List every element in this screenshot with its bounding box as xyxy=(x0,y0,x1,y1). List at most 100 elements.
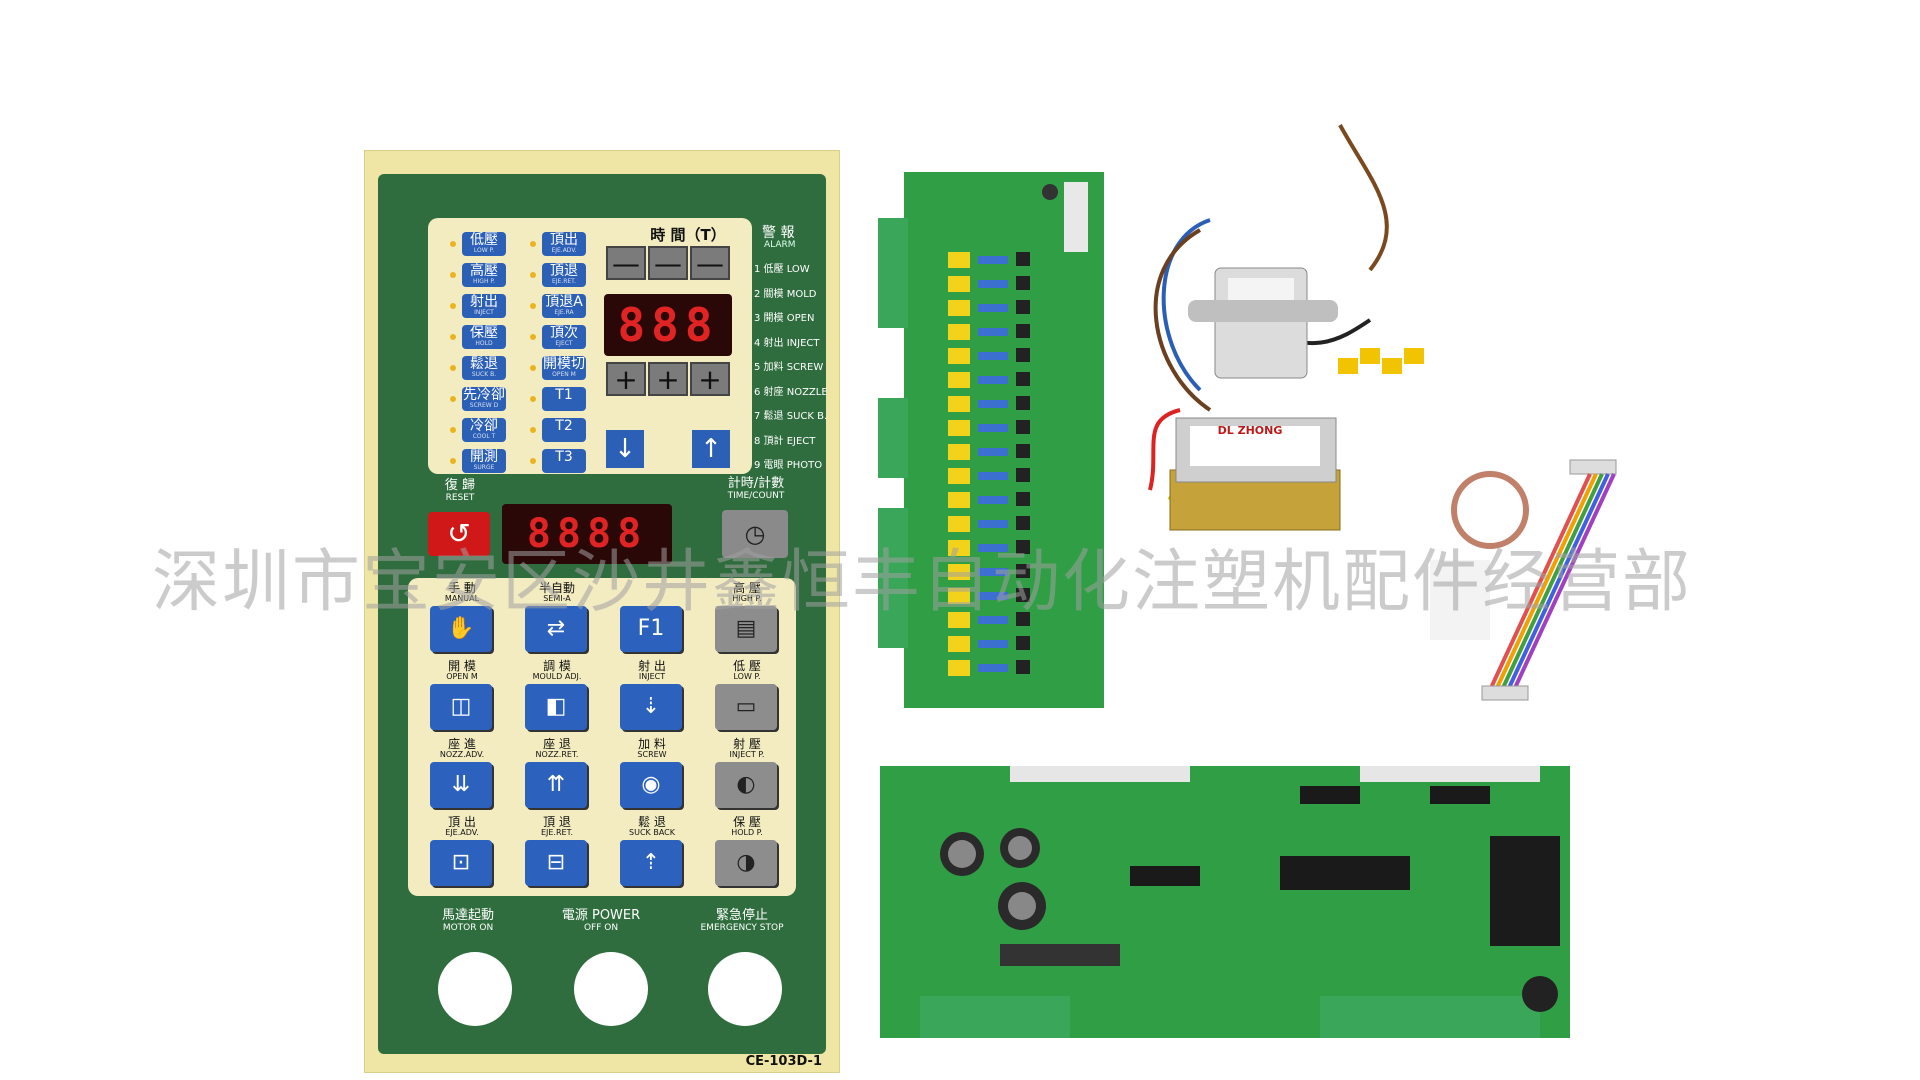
mid-button-label: 頂退 xyxy=(550,263,578,279)
key-label-en: LOW P. xyxy=(733,672,761,681)
resistor xyxy=(978,448,1008,456)
function-key-12[interactable]: ⊡ xyxy=(430,840,492,886)
function-key-1[interactable]: ⇄ xyxy=(525,606,587,652)
function-key-4[interactable]: ◫ xyxy=(430,684,492,730)
resistor xyxy=(978,424,1008,432)
mid-button-sublabel: EJECT xyxy=(555,340,573,347)
resistor xyxy=(978,544,1008,552)
timecount-label-en: TIME/COUNT xyxy=(727,491,785,501)
terminal-block-2 xyxy=(878,398,908,478)
transistor xyxy=(1016,252,1030,266)
function-key-10[interactable]: ◉ xyxy=(620,762,682,808)
key-symbol-icon: ⇄ xyxy=(546,616,566,641)
function-key-3[interactable]: ▤ xyxy=(715,606,777,652)
function-key-14[interactable]: ⇡ xyxy=(620,840,682,886)
key-label-en: SUCK BACK xyxy=(629,828,675,837)
time-minus-1-button[interactable]: — xyxy=(606,246,646,280)
key-label-cn: 加 料 xyxy=(638,737,666,751)
power-label-cn: 電源 POWER xyxy=(561,908,641,923)
key-label-cn: 保 壓 xyxy=(733,815,761,829)
key-label-cn: 射 出 xyxy=(638,659,666,673)
key-symbol-icon: ⇈ xyxy=(546,772,566,797)
mid-button-label: 頂退A xyxy=(545,294,583,310)
side-indicator-led xyxy=(450,334,456,340)
time-plus-3-button[interactable]: + xyxy=(690,362,730,396)
alarm-item: 1 低壓 LOW xyxy=(754,264,810,275)
motor-switch-hole[interactable] xyxy=(438,952,512,1026)
function-key-15[interactable]: ◑ xyxy=(715,840,777,886)
transistor xyxy=(1016,564,1030,578)
resistor xyxy=(978,496,1008,504)
time-plus-2-button[interactable]: + xyxy=(648,362,688,396)
estop-switch-hole[interactable] xyxy=(708,952,782,1026)
function-key-9[interactable]: ⇈ xyxy=(525,762,587,808)
transistor xyxy=(1016,324,1030,338)
mid-button-7[interactable]: T3 xyxy=(542,449,586,473)
motor-label-cn: 馬達起動 xyxy=(441,908,494,923)
time-minus-2-button[interactable]: — xyxy=(648,246,688,280)
function-key-5[interactable]: ◧ xyxy=(525,684,587,730)
model-number: CE-103D-1 xyxy=(745,1054,822,1069)
transistor xyxy=(1016,468,1030,482)
side-button-label: 冷卻 xyxy=(470,418,498,434)
side-button-sublabel: COOL T xyxy=(472,433,496,440)
reset-icon: ↺ xyxy=(447,517,471,550)
arrow-down-button[interactable]: ↓ xyxy=(606,430,644,468)
mid-indicator-led xyxy=(530,365,536,371)
key-label-en: MANUAL xyxy=(444,594,480,603)
relay-yellow xyxy=(948,492,970,508)
transistor xyxy=(1016,372,1030,386)
key-label-en: SEMI-A xyxy=(543,594,571,603)
key-label-en: NOZZ.ADV. xyxy=(439,750,485,759)
relay-yellow xyxy=(948,396,970,412)
mid-button-label: 開模切 xyxy=(543,356,585,372)
function-key-11[interactable]: ◐ xyxy=(715,762,777,808)
mid-button-label: T3 xyxy=(555,449,573,465)
resistor xyxy=(978,328,1008,336)
function-key-2[interactable]: F1 xyxy=(620,606,682,652)
key-symbol-icon: ◉ xyxy=(641,772,661,797)
time-plus-1-button[interactable]: + xyxy=(606,362,646,396)
function-key-13[interactable]: ⊟ xyxy=(525,840,587,886)
relay-yellow xyxy=(948,540,970,556)
arrow-up-button[interactable]: ↑ xyxy=(692,430,730,468)
key-label-cn: 高 壓 xyxy=(733,581,761,595)
key-label-en: HOLD P. xyxy=(731,828,763,837)
reset-button[interactable]: ↺ xyxy=(428,512,490,556)
mid-button-6[interactable]: T2 xyxy=(542,418,586,442)
time-minus-3-button[interactable]: — xyxy=(690,246,730,280)
function-key-6[interactable]: ⇣ xyxy=(620,684,682,730)
mid-button-sublabel: EJE.RA xyxy=(554,309,574,316)
resistor xyxy=(978,304,1008,312)
function-key-8[interactable]: ⇊ xyxy=(430,762,492,808)
alarm-item: 8 頂計 EJECT xyxy=(754,435,816,447)
function-key-0[interactable]: ✋ xyxy=(430,606,492,652)
cpu-board xyxy=(880,756,1570,1038)
transistor xyxy=(1016,444,1030,458)
resistor xyxy=(978,592,1008,600)
timecount-button[interactable]: ◷ xyxy=(722,510,788,558)
mid-button-5[interactable]: T1 xyxy=(542,387,586,411)
relay-yellow xyxy=(948,516,970,532)
resistor xyxy=(978,520,1008,528)
function-key-7[interactable]: ▭ xyxy=(715,684,777,730)
power-switch-hole[interactable] xyxy=(574,952,648,1026)
